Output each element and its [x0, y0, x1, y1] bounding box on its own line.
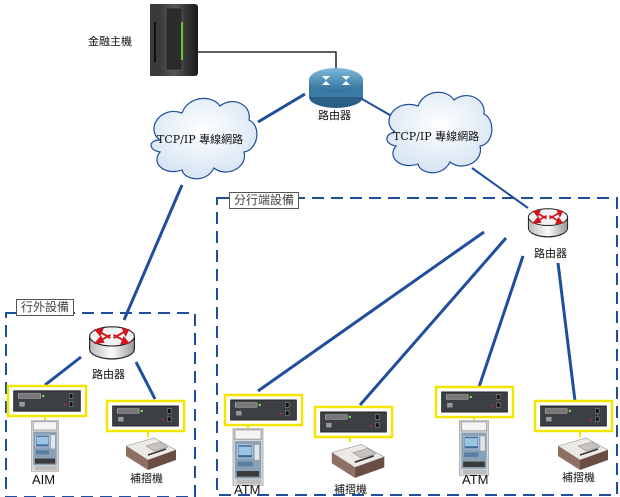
mainframe-server-icon [150, 4, 198, 76]
link-left-cloud-atm-router [122, 184, 184, 321]
core-router-icon [309, 68, 363, 108]
cloud-label-left: TCP/IP 專線網路 [157, 133, 244, 146]
router-icon-offsite [88, 325, 136, 361]
device-label: ATM [234, 482, 261, 497]
atm-icon [232, 428, 264, 486]
network-module-icon [109, 403, 182, 429]
module-highlight-branch-printer1 [313, 405, 394, 439]
module-highlight-branch-printer2 [533, 399, 614, 433]
network-module-icon [317, 409, 390, 435]
device-label: 補摺機 [334, 483, 367, 496]
group-box-offsite [5, 312, 196, 497]
link-branch-router-atm2 [477, 255, 525, 388]
core-router-label: 路由器 [318, 109, 351, 122]
links [44, 51, 577, 406]
link-core-router-left-cloud [257, 92, 306, 124]
cloud-icon-left [150, 97, 258, 180]
network-module-icon [227, 397, 300, 423]
passbook-printer-icon [557, 437, 609, 471]
group-title-branch: 分行端設備 [229, 192, 300, 209]
link-host-core-router [197, 51, 337, 68]
network-module-icon [10, 388, 84, 414]
network-module-icon [537, 403, 610, 429]
link-branch-router-printer1 [358, 237, 508, 406]
cloud-label-right: TCP/IP 專線網路 [393, 130, 480, 143]
device-label: 補摺機 [130, 472, 163, 485]
device-label: ATM [462, 472, 489, 487]
link-branch-router-printer2 [556, 262, 577, 402]
router-icon-branch [527, 207, 569, 239]
passbook-printer-icon [330, 443, 386, 479]
router-label-offsite: 路由器 [92, 368, 125, 381]
module-highlight-offsite-printer [105, 399, 186, 433]
network-module-icon [438, 389, 511, 415]
module-highlight-branch-atm1 [223, 393, 304, 427]
cloud-icon-right [386, 91, 493, 174]
device-label: AIM [32, 472, 56, 487]
group-title-offsite: 行外設備 [16, 299, 75, 316]
passbook-printer-icon [125, 437, 177, 471]
link-branch-router-atm1 [257, 230, 485, 393]
device-label: 補摺機 [562, 471, 595, 484]
atm-icon [31, 420, 59, 472]
group-box-branch [216, 197, 618, 496]
atm-icon [459, 420, 489, 476]
module-highlight-offsite-atm [6, 384, 88, 418]
link-right-cloud-branch-router [471, 167, 529, 209]
host-label: 金融主機 [88, 35, 132, 48]
router-label-branch: 路由器 [534, 247, 567, 260]
link-atm-router-printer [134, 361, 157, 400]
link-atm-router-atm [44, 355, 82, 387]
